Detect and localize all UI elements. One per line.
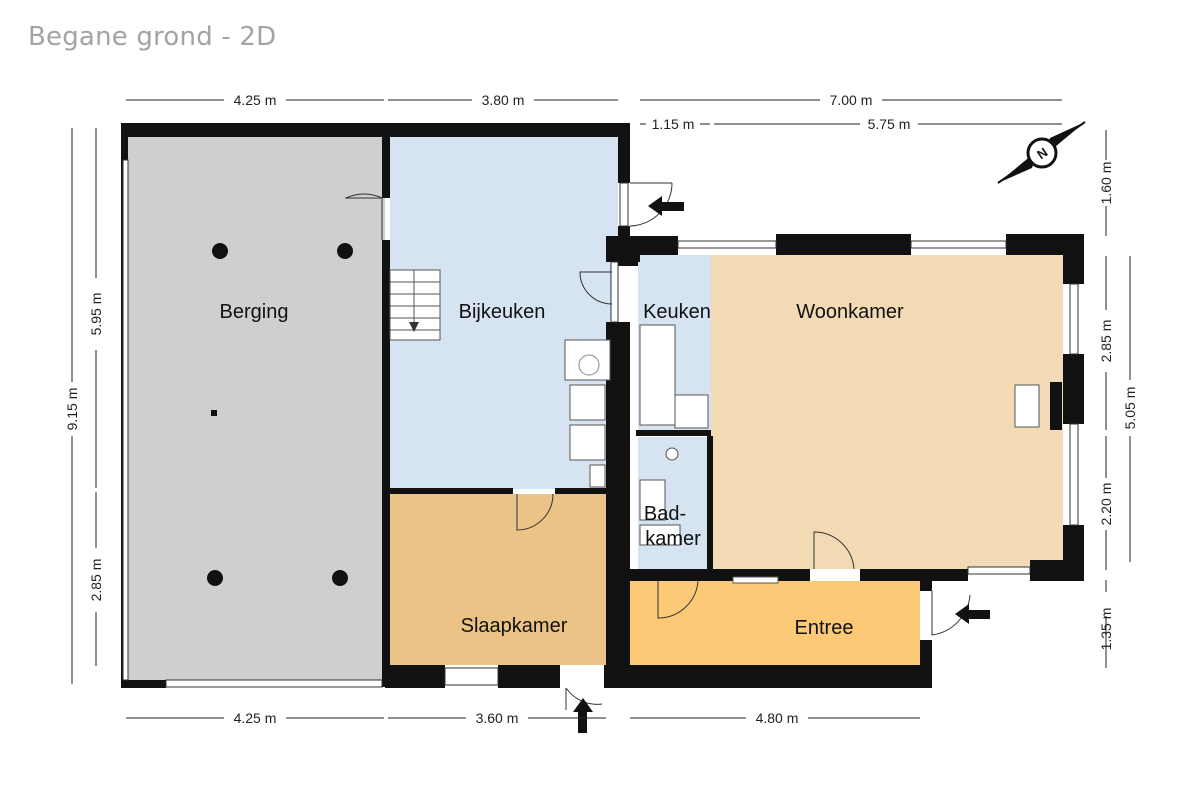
compass: N: [997, 121, 1086, 184]
label-badkamer-line1: Bad-: [644, 503, 686, 525]
dim-bottom-slaapkamer: 3.60 m: [476, 710, 519, 726]
label-slaapkamer: Slaapkamer: [461, 615, 568, 637]
room-woonkamer[interactable]: [711, 255, 1063, 569]
dim-left-upper: 5.95 m: [88, 293, 104, 336]
dim-right-2: 2.85 m: [1098, 320, 1114, 363]
room-labels: Berging Bijkeuken Keuken Woonkamer Bad- …: [220, 301, 905, 639]
label-woonkamer: Woonkamer: [796, 301, 904, 323]
page-title: Begane grond - 2D: [28, 22, 277, 52]
dim-right-5: 1.35 m: [1098, 608, 1114, 651]
dim-right-3: 5.05 m: [1122, 387, 1138, 430]
dim-top-berging: 4.25 m: [234, 92, 277, 108]
dim-right-4: 2.20 m: [1098, 483, 1114, 526]
label-berging: Berging: [220, 301, 289, 323]
room-berging[interactable]: [128, 130, 385, 682]
dim-bottom-berging: 4.25 m: [234, 710, 277, 726]
room-slaapkamer[interactable]: [390, 494, 606, 665]
walls: [121, 123, 1084, 688]
dim-top-woonkamer-total: 7.00 m: [830, 92, 873, 108]
dimension-labels: 4.25 m 3.80 m 7.00 m 1.15 m 5.75 m 4.25 …: [64, 92, 1138, 726]
dim-top-bijkeuken: 3.80 m: [482, 92, 525, 108]
fixtures: [564, 324, 1062, 584]
dim-left-total: 9.15 m: [64, 388, 80, 431]
windows: [122, 159, 1079, 688]
stairs: [389, 269, 441, 341]
arrow-entree-entrance: [955, 604, 990, 624]
arrow-slaapkamer-entrance: [573, 698, 593, 733]
room-entree[interactable]: [630, 581, 920, 665]
arrow-bijkeuken-entrance: [648, 196, 684, 216]
dim-left-lower: 2.85 m: [88, 559, 104, 602]
label-entree: Entree: [795, 617, 854, 639]
label-bijkeuken: Bijkeuken: [459, 301, 546, 323]
dim-top-keuken: 1.15 m: [652, 116, 695, 132]
dim-bottom-entree: 4.80 m: [756, 710, 799, 726]
dim-top-woonkamer: 5.75 m: [868, 116, 911, 132]
dim-right-1: 1.60 m: [1098, 162, 1114, 205]
support-posts: [207, 243, 353, 586]
entrance-arrows: [573, 196, 990, 733]
dimension-lines: [71, 99, 1131, 719]
label-badkamer-line2: kamer: [645, 528, 701, 550]
label-keuken: Keuken: [643, 301, 711, 323]
